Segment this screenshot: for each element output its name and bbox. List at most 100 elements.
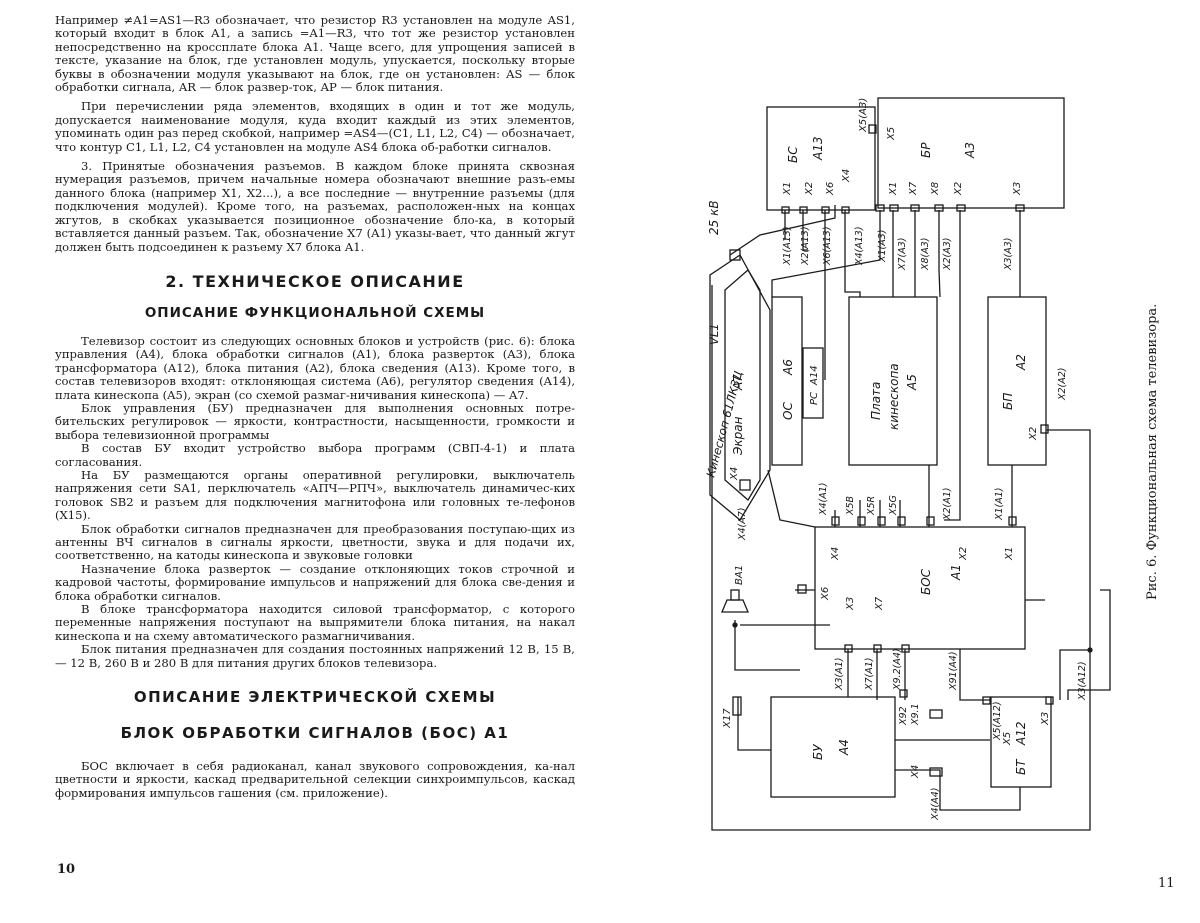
paragraph-6: В состав БУ входит устройство выбора про… <box>55 441 575 469</box>
label-x4a4: X4(A4) <box>930 787 941 821</box>
label-x6a13: X6(A13) <box>822 226 833 266</box>
label-x7-bos: X7 <box>874 596 885 611</box>
label-pc: РС <box>809 392 820 405</box>
label-x1a3: X1(A3) <box>877 229 888 263</box>
label-x1-br: X1 <box>888 182 899 196</box>
label-bs: БС <box>786 146 800 163</box>
label-x6-bos: X6 <box>820 587 831 601</box>
label-x2-bs: X2 <box>804 182 815 196</box>
label-x2a3: X2(A3) <box>942 237 953 271</box>
label-x3-bt: X3 <box>1040 712 1051 726</box>
label-x5: X5 <box>886 127 897 141</box>
wire-hv <box>729 205 836 256</box>
label-kinescopa: кинескопа <box>887 363 901 430</box>
label-x5a3: X5(A3) <box>858 98 869 133</box>
label-x4a13: X4(A13) <box>854 226 865 266</box>
label-a4: A4 <box>837 739 851 756</box>
label-x1a13: X1(A13) <box>782 226 793 266</box>
block-oc-a6 <box>771 296 803 466</box>
label-x2a2: X2(A2) <box>1057 367 1068 401</box>
label-x6-bs: X6 <box>825 182 836 196</box>
block-bu-a4 <box>770 696 896 798</box>
label-x1a1: X1(A1) <box>994 487 1005 521</box>
label-screen: Экран <box>731 416 745 456</box>
label-x2a13: X2(A13) <box>800 226 811 266</box>
label-bpit: БП <box>1001 393 1015 410</box>
label-x7-br: X7 <box>908 181 919 196</box>
label-x5-bt: X5 <box>1002 732 1013 746</box>
kinescope-shape <box>709 254 771 521</box>
electrical-title: ОПИСАНИЕ ЭЛЕКТРИЧЕСКОЙ СХЕМЫ <box>133 688 497 707</box>
paragraph-12: БОС включает в себя радиоканал, канал зв… <box>55 759 575 800</box>
label-ba1: BA1 <box>734 565 745 585</box>
block-bos-a1 <box>814 526 1026 650</box>
paragraph-11: Блок питания предназначен для создания п… <box>55 642 575 670</box>
paragraph-10: В блоке трансформатора находится силовой… <box>55 602 575 643</box>
block-bs-a13 <box>766 106 876 211</box>
label-a14: A14 <box>809 365 820 386</box>
label-x3a1: X3(A1) <box>834 657 845 691</box>
label-vl1: VL1 <box>707 323 721 345</box>
speaker-icon <box>730 589 740 601</box>
label-x7a1: X7(A1) <box>864 657 875 691</box>
paragraph-1: Например ≠A1=AS1—R3 обозначает, что рези… <box>55 13 575 95</box>
label-plata: Плата <box>869 382 883 420</box>
connectors <box>729 124 1054 777</box>
paragraph-3: 3. Принятые обозначения разъемов. В кажд… <box>55 159 575 254</box>
label-x3a12: X3(A12) <box>1077 661 1088 701</box>
block-bp-a2 <box>987 296 1047 466</box>
screen-shape <box>724 269 761 501</box>
label-x8a3: X8(A3) <box>920 237 931 271</box>
label-a1: A1 <box>949 564 963 581</box>
label-x92a4: X9.2(A4) <box>892 648 903 691</box>
label-x4-bos: X4 <box>830 547 841 561</box>
label-x91: X9.1 <box>910 703 921 726</box>
label-x4-bs: X4 <box>841 169 852 183</box>
label-x2-br: X2 <box>953 182 964 196</box>
label-x5r: X5R <box>866 496 877 516</box>
label-bos: БОС <box>919 568 933 595</box>
label-bp: БР <box>919 142 933 158</box>
label-x92: X92 <box>898 706 909 726</box>
label-x3-bos: X3 <box>845 597 856 611</box>
label-kv: 25 кВ <box>707 200 721 235</box>
label-x5b: X5B <box>845 496 856 516</box>
label-x4-kin: X4 <box>729 467 740 481</box>
label-x3a3: X3(A3) <box>1003 237 1014 271</box>
paragraph-8: Блок обработки сигналов предназначен для… <box>55 521 575 563</box>
label-bt: БТ <box>1014 758 1028 775</box>
label-x1-bos: X1 <box>1004 547 1015 561</box>
label-oc: ОС <box>781 402 795 420</box>
label-x1-bs: X1 <box>782 182 793 196</box>
label-x4a7: X4(A7) <box>737 507 748 541</box>
label-x3-br: X3 <box>1012 182 1023 196</box>
label-x4-bu: X4 <box>910 765 921 779</box>
block-bt-a12 <box>990 696 1052 788</box>
paragraph-5: Блок управления (БУ) предназначен для вы… <box>55 400 575 442</box>
bos-title: БЛОК ОБРАБОТКИ СИГНАЛОВ (БОС) A1 <box>120 724 510 743</box>
section-title: 2. ТЕХНИЧЕСКОЕ ОПИСАНИЕ <box>165 271 465 291</box>
label-a12: A12 <box>1014 722 1028 746</box>
label-x5a12: X5(A12) <box>992 701 1003 741</box>
paragraph-2: При перечислении ряда элементов, входящи… <box>55 99 575 154</box>
label-a5: A5 <box>905 374 919 391</box>
label-a13: A13 <box>811 137 825 161</box>
label-x8-br: X8 <box>930 182 941 196</box>
page-number-left: 10 <box>57 862 76 877</box>
page-number-right: 11 <box>1158 876 1175 891</box>
paragraph-9: Назначение блока разверток — создание от… <box>55 561 575 603</box>
paragraph-4: Телевизор состоит из следующих основных … <box>55 333 575 402</box>
block-rc-a14 <box>802 347 824 419</box>
label-x2a1: X2(A1) <box>942 487 953 521</box>
label-bu: БУ <box>811 744 825 760</box>
label-x7a3: X7(A3) <box>897 237 908 271</box>
label-a6: A6 <box>781 359 795 376</box>
block-br-a3 <box>877 97 1065 209</box>
label-a2: A2 <box>1014 354 1028 371</box>
paragraph-7: На БУ размещаются органы оперативной рег… <box>55 467 575 523</box>
label-x2-bp: X2 <box>1028 427 1039 441</box>
label-x4a1: X4(A1) <box>818 482 829 516</box>
label-x5g: X5G <box>888 495 899 516</box>
label-a7: A7 <box>731 374 745 391</box>
label-x17: X17 <box>722 708 733 729</box>
